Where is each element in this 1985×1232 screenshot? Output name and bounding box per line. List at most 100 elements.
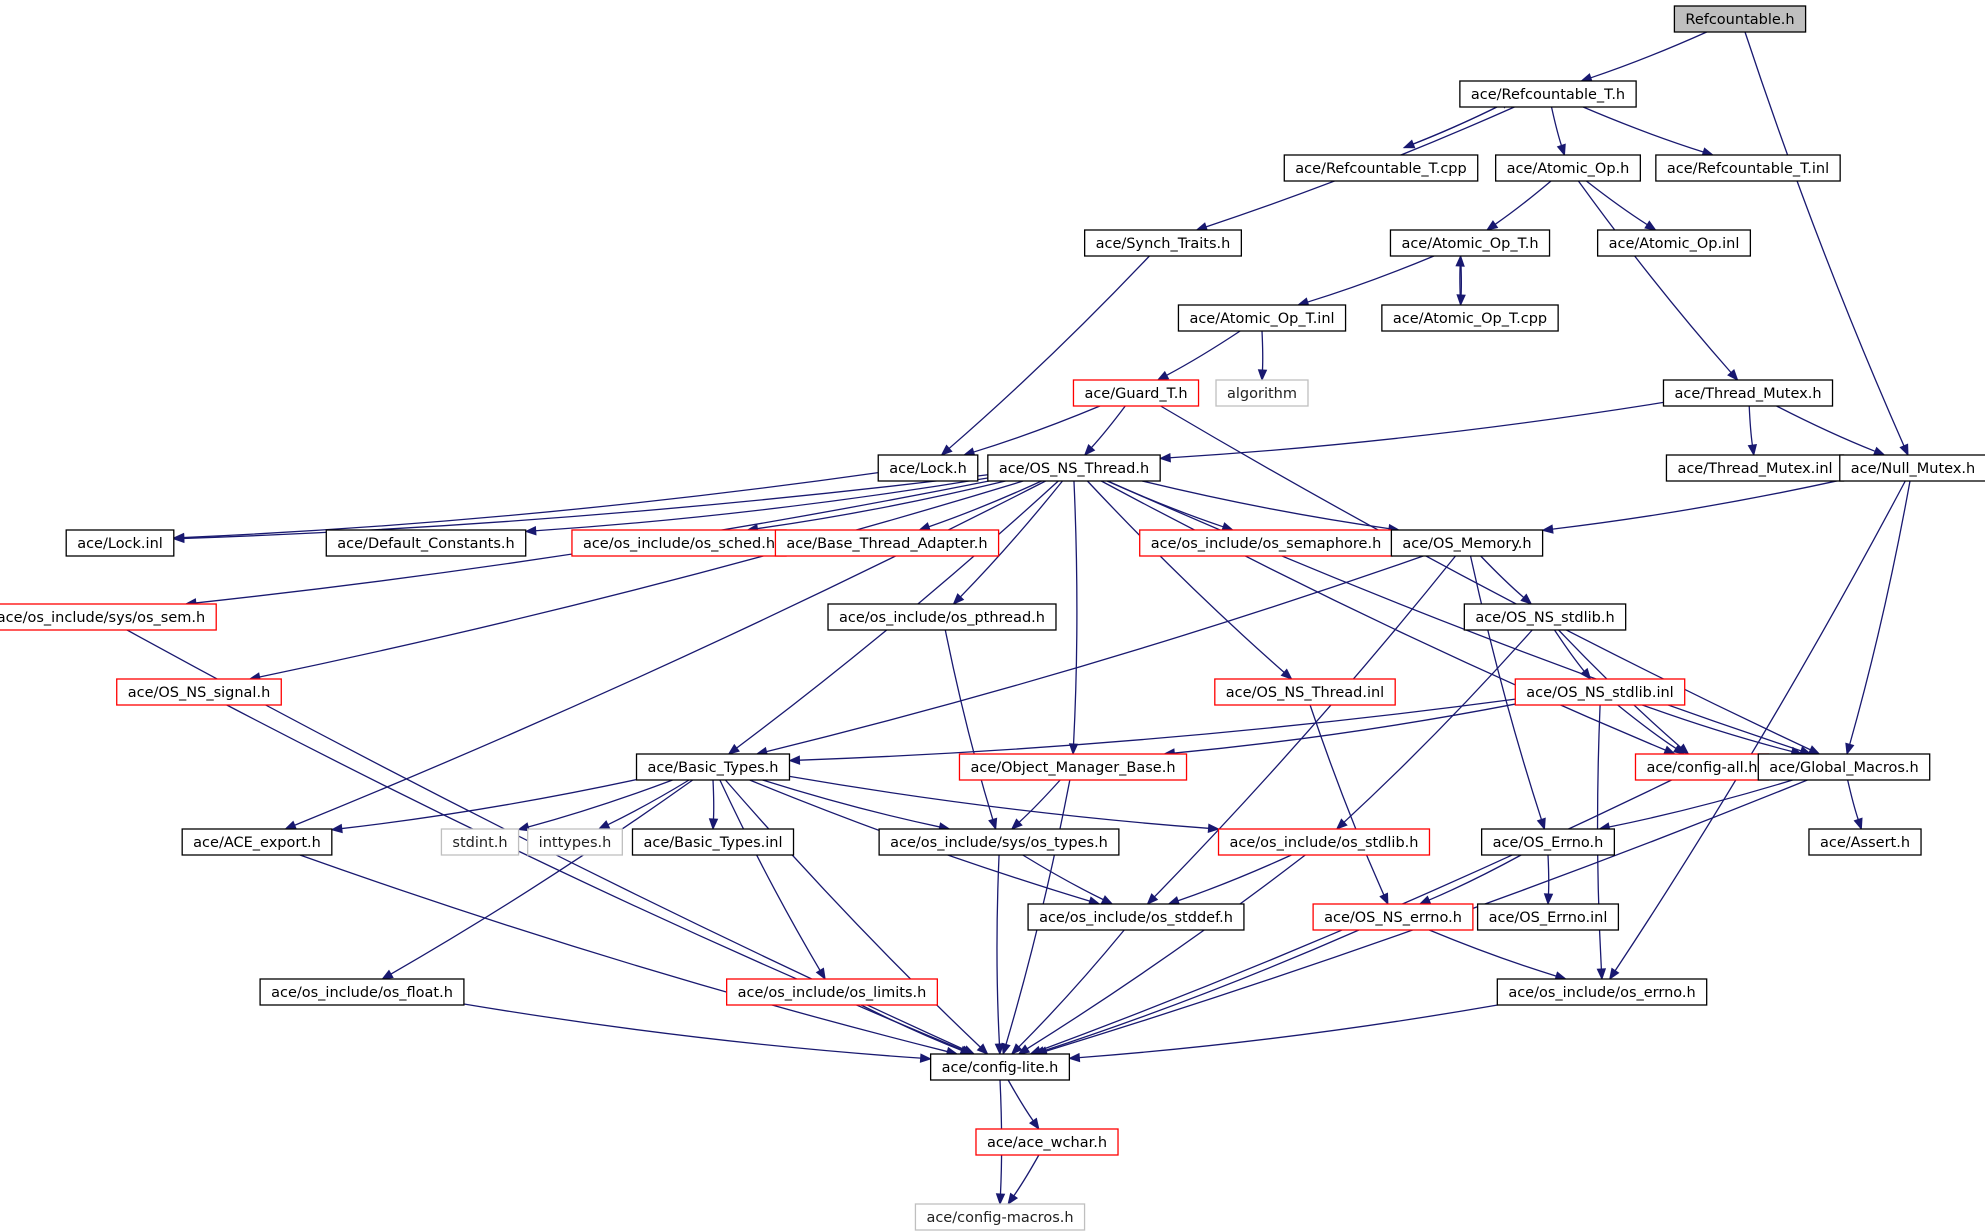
edge-refcountable-h-to-refcountable-t-h <box>1580 31 1707 83</box>
file-node-box <box>325 529 527 557</box>
edge-global-macros-h-to-assert-h <box>1847 779 1863 831</box>
edge-basic-types-h-to-config-lite-h <box>724 779 989 1055</box>
file-node-basic-types-inl[interactable]: ace/Basic_Types.inl <box>631 828 795 856</box>
file-node-label: ace/Lock.h <box>889 461 967 477</box>
file-node-label: ace/Basic_Types.h <box>648 760 779 776</box>
edge-line <box>1018 929 1125 1048</box>
edge-global-macros-h-to-os-errno-h <box>1597 779 1793 832</box>
file-node-os-pthread-h[interactable]: ace/os_include/os_pthread.h <box>827 603 1057 631</box>
file-node-os-semaphore-h[interactable]: ace/os_include/os_semaphore.h <box>1139 529 1393 557</box>
file-node-os-errno-inl[interactable]: ace/OS_Errno.inl <box>1476 903 1620 931</box>
file-node-os-stdlib-h[interactable]: ace/os_include/os_stdlib.h <box>1217 828 1431 856</box>
file-node-atomic-op-t-h[interactable]: ace/Atomic_Op_T.h <box>1389 229 1551 257</box>
edge-os-memory-h-to-os-stddef-h <box>1146 555 1456 905</box>
edge-line <box>183 474 988 540</box>
edge-os-ns-stdlib-h-to-os-ns-stdlib-inl <box>1553 629 1592 681</box>
file-node-config-all-h[interactable]: ace/config-all.h <box>1634 753 1770 781</box>
edge-refcountable-t-h-to-refcountable-t-inl <box>1582 106 1715 157</box>
edge-line <box>928 480 1042 528</box>
file-node-box <box>827 603 1057 631</box>
file-node-thread-mutex-h[interactable]: ace/Thread_Mutex.h <box>1662 379 1834 407</box>
file-node-default-constants-h[interactable]: ace/Default_Constants.h <box>325 529 527 557</box>
edge-os-float-h-to-config-lite-h <box>463 1003 932 1063</box>
file-node-sys-os-sem-h[interactable]: ace/os_include/sys/os_sem.h <box>0 603 217 631</box>
edge-arrowhead <box>1596 968 1607 981</box>
file-node-os-ns-signal-h[interactable]: ace/OS_NS_signal.h <box>116 678 282 706</box>
file-node-box <box>1177 304 1347 332</box>
file-node-os-ns-errno-h[interactable]: ace/OS_NS_errno.h <box>1312 903 1474 931</box>
file-node-os-limits-h[interactable]: ace/os_include/os_limits.h <box>726 978 938 1006</box>
edge-os-ns-thread-h-to-global-macros-h <box>1107 480 1812 756</box>
file-node-os-errno-h[interactable]: ace/OS_Errno.h <box>1480 828 1616 856</box>
edge-os-ns-thread-h-to-base-thread-adapter-h <box>918 480 1042 532</box>
file-node-label: ace/Atomic_Op_T.cpp <box>1393 311 1547 327</box>
edge-line <box>1428 854 1522 901</box>
file-node-atomic-op-t-inl[interactable]: ace/Atomic_Op_T.inl <box>1177 304 1347 332</box>
file-node-synch-traits-h[interactable]: ace/Synch_Traits.h <box>1083 229 1243 257</box>
file-node-lock-inl[interactable]: ace/Lock.inl <box>65 529 175 557</box>
file-node-os-float-h[interactable]: ace/os_include/os_float.h <box>259 978 465 1006</box>
edge-os-memory-h-to-os-errno-h <box>1469 555 1546 831</box>
file-node-null-mutex-h[interactable]: ace/Null_Mutex.h <box>1839 454 1985 482</box>
file-node-basic-types-h[interactable]: ace/Basic_Types.h <box>635 753 791 781</box>
file-node-atomic-op-inl[interactable]: ace/Atomic_Op.inl <box>1596 229 1752 257</box>
file-node-atomic-op-h[interactable]: ace/Atomic_Op.h <box>1495 154 1641 182</box>
edge-config-lite-h-to-ace-wchar-h <box>1007 1079 1040 1131</box>
file-node-ace-wchar-h[interactable]: ace/ace_wchar.h <box>975 1128 1119 1156</box>
file-node-global-macros-h[interactable]: ace/Global_Macros.h <box>1757 753 1931 781</box>
file-node-thread-mutex-inl[interactable]: ace/Thread_Mutex.inl <box>1665 454 1845 482</box>
edge-line <box>390 779 694 975</box>
edge-line <box>607 779 690 826</box>
edge-os-ns-thread-h-to-os-ns-thread-inl <box>1086 480 1293 680</box>
file-node-object-manager-base-h[interactable]: ace/Object_Manager_Base.h <box>958 753 1188 781</box>
file-node-label: ace/config-lite.h <box>942 1060 1059 1076</box>
file-node-atomic-op-t-cpp[interactable]: ace/Atomic_Op_T.cpp <box>1381 304 1559 332</box>
edge-arrowhead <box>1456 294 1466 307</box>
file-node-box <box>0 603 217 631</box>
file-node-ace-export-h[interactable]: ace/ACE_export.h <box>181 828 333 856</box>
file-node-label: ace/os_include/sys/os_sem.h <box>0 610 205 626</box>
file-node-refcountable-h[interactable]: Refcountable.h <box>1673 5 1807 33</box>
edge-arrowhead <box>1536 817 1546 831</box>
file-node-os-ns-thread-h[interactable]: ace/OS_NS_Thread.h <box>987 454 1161 482</box>
file-node-os-ns-thread-inl[interactable]: ace/OS_NS_Thread.inl <box>1214 678 1396 706</box>
edge-line <box>948 255 1150 449</box>
edge-arrowhead <box>1845 742 1855 756</box>
file-node-lock-h[interactable]: ace/Lock.h <box>877 454 979 482</box>
edge-line <box>1022 854 1104 901</box>
file-node-os-sched-h[interactable]: ace/os_include/os_sched.h <box>571 529 787 557</box>
file-node-os-ns-stdlib-inl[interactable]: ace/OS_NS_stdlib.inl <box>1514 678 1686 706</box>
file-node-box <box>1459 80 1637 108</box>
file-node-guard-t-h[interactable]: ace/Guard_T.h <box>1072 379 1200 407</box>
file-node-os-ns-stdlib-h[interactable]: ace/OS_NS_stdlib.h <box>1463 603 1627 631</box>
file-node-label: ace/os_include/os_errno.h <box>1508 985 1695 1001</box>
file-node-refcountable-t-cpp[interactable]: ace/Refcountable_T.cpp <box>1283 154 1479 182</box>
file-node-label: ace/OS_NS_Thread.h <box>999 461 1149 477</box>
edge-os-memory-h-to-os-ns-stdlib-h <box>1480 555 1533 605</box>
file-node-box <box>1673 5 1807 33</box>
edge-line <box>1307 255 1435 303</box>
file-node-os-memory-h[interactable]: ace/OS_Memory.h <box>1390 529 1544 557</box>
edge-line <box>1849 480 1911 745</box>
file-node-label: ace/config-macros.h <box>926 1210 1073 1226</box>
edge-line <box>1043 929 1360 1052</box>
file-node-box <box>1215 379 1309 407</box>
file-node-label: ace/Thread_Mutex.inl <box>1677 461 1832 477</box>
file-node-label: ace/os_include/os_stdlib.h <box>1230 835 1419 851</box>
file-node-sys-os-types-h[interactable]: ace/os_include/sys/os_types.h <box>878 828 1120 856</box>
edge-null-mutex-h-to-os-memory-h <box>1541 479 1840 534</box>
file-node-refcountable-t-inl[interactable]: ace/Refcountable_T.inl <box>1655 154 1841 182</box>
file-node-box <box>1662 379 1834 407</box>
file-node-assert-h[interactable]: ace/Assert.h <box>1808 828 1922 856</box>
edge-arrowhead <box>1207 823 1220 834</box>
file-node-label: ace/ACE_export.h <box>193 835 321 851</box>
file-node-refcountable-t-h[interactable]: ace/Refcountable_T.h <box>1459 80 1637 108</box>
file-node-config-lite-h[interactable]: ace/config-lite.h <box>929 1053 1071 1081</box>
file-node-box <box>1808 828 1922 856</box>
edge-os-ns-errno-h-to-config-lite-h <box>1032 929 1360 1056</box>
file-node-base-thread-adapter-h[interactable]: ace/Base_Thread_Adapter.h <box>774 529 1000 557</box>
file-node-os-stddef-h[interactable]: ace/os_include/os_stddef.h <box>1027 903 1245 931</box>
edge-line <box>1086 480 1285 673</box>
edge-line <box>1547 854 1550 895</box>
file-node-os-include-os-errno-h[interactable]: ace/os_include/os_errno.h <box>1496 978 1708 1006</box>
